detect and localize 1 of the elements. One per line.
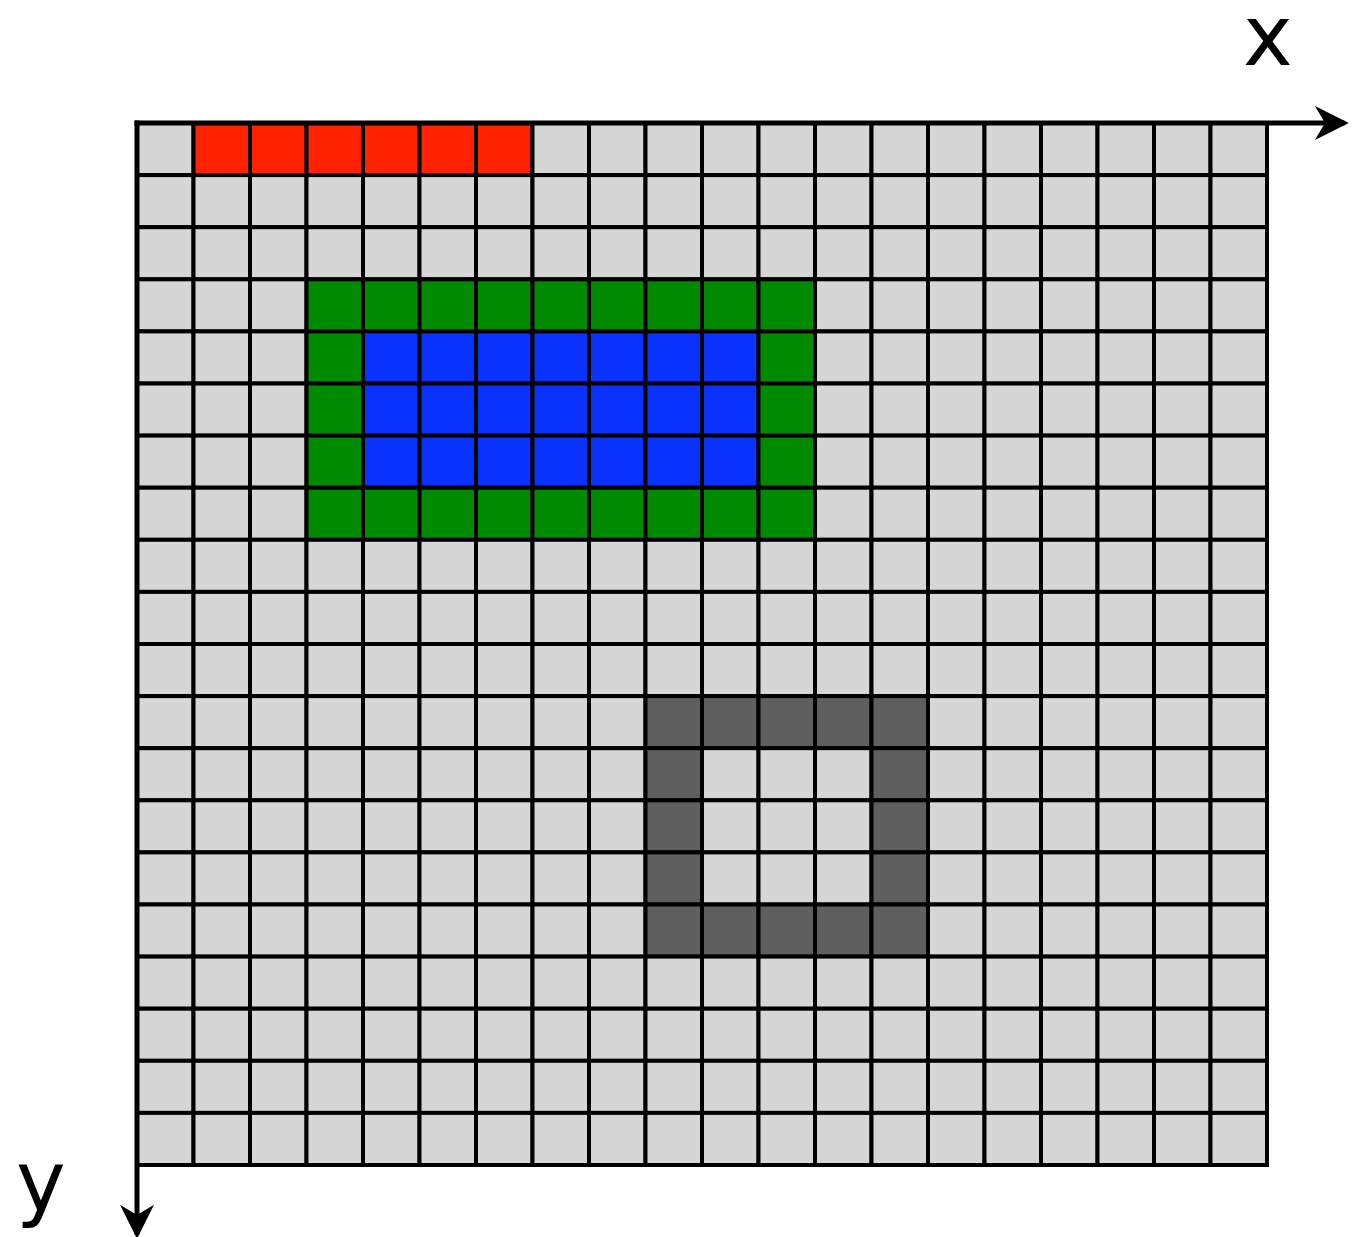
- axis-label: x: [1243, 0, 1293, 78]
